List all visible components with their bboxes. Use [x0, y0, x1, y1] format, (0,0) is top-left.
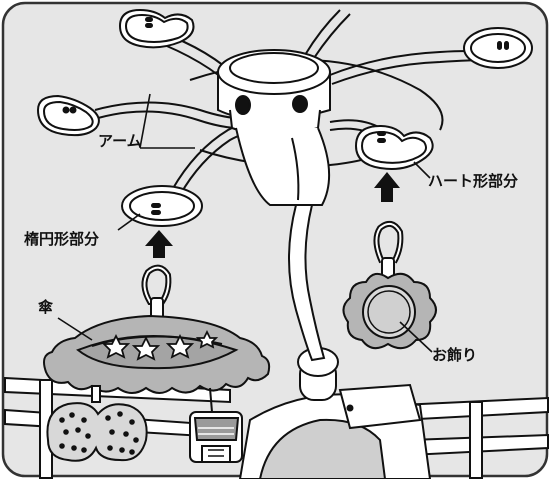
mount-clamp	[238, 347, 432, 479]
support-pole	[288, 204, 326, 362]
hanging-box	[189, 387, 243, 463]
label-ornament: お飾り	[432, 346, 478, 364]
umbrella	[43, 314, 271, 394]
hanging-cookies	[46, 385, 148, 462]
label-oval-part: 楕円形部分	[24, 230, 100, 248]
label-arm: アーム	[98, 132, 142, 150]
ornament-hook	[373, 220, 404, 279]
arm-ends	[36, 8, 533, 227]
leader-lines	[57, 93, 433, 353]
flower-ornament	[342, 272, 437, 350]
arrow-up-icon	[374, 172, 400, 202]
label-umbrella: 傘	[38, 298, 54, 316]
mobile-hub	[217, 49, 331, 206]
label-heart-part: ハート形部分	[428, 172, 519, 190]
arrow-up-icon	[145, 230, 173, 258]
